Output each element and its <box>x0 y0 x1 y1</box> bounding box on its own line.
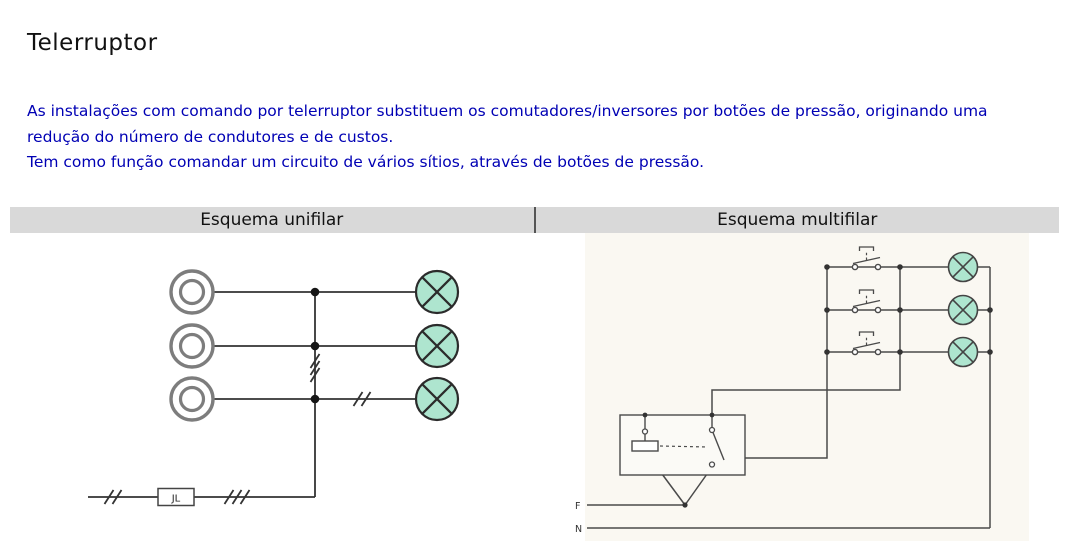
junction-dots <box>682 264 993 508</box>
phase-label: F <box>575 501 580 512</box>
intro-text: As instalações com comando por telerrupt… <box>27 99 1045 176</box>
lamp-icon <box>414 269 460 315</box>
intro-line-1: As instalações com comando por telerrupt… <box>27 102 988 120</box>
scan-background <box>585 233 1029 541</box>
unifilar-wires <box>88 291 416 498</box>
relay-label: JL <box>171 494 181 505</box>
box-terminal-dot <box>642 412 648 418</box>
teleruptor-box <box>619 412 746 476</box>
junction-dots <box>310 287 320 404</box>
box-terminal-dot <box>709 412 715 418</box>
figure-header-row: Esquema unifilar Esquema multifilar <box>10 207 1059 233</box>
header-cell-multifilar: Esquema multifilar <box>536 207 1060 233</box>
conductor-hatch-marks <box>103 353 372 505</box>
multifilar-wires <box>587 266 991 529</box>
unifilar-diagram: JL <box>88 269 460 507</box>
figure-table: Esquema unifilar Esquema multifilar <box>10 207 1059 551</box>
unifilar-header-label: Esquema unifilar <box>200 210 344 230</box>
teleruptor-relay-box: JL <box>157 487 195 507</box>
contact-icon <box>708 415 725 468</box>
multifilar-diagram: F N <box>575 233 1029 541</box>
diagram-area: JL <box>10 233 1059 551</box>
neutral-label: N <box>575 524 582 535</box>
page-title: Telerruptor <box>27 30 158 56</box>
push-button-icon <box>169 376 215 422</box>
header-cell-unifilar: Esquema unifilar <box>10 207 536 233</box>
multifilar-header-label: Esquema multifilar <box>717 210 878 230</box>
lamp-icon <box>947 336 979 368</box>
push-button-icon <box>169 269 215 315</box>
lamp-icon <box>414 376 460 422</box>
mechanical-link <box>659 445 708 448</box>
intro-line-2: redução do número de condutores e de cus… <box>27 127 394 146</box>
lamp-icon <box>414 323 460 369</box>
intro-line-3: Tem como função comandar um circuito de … <box>27 153 705 171</box>
lamp-icon <box>947 251 979 283</box>
push-button-icon <box>169 323 215 369</box>
lamp-icon <box>947 294 979 326</box>
